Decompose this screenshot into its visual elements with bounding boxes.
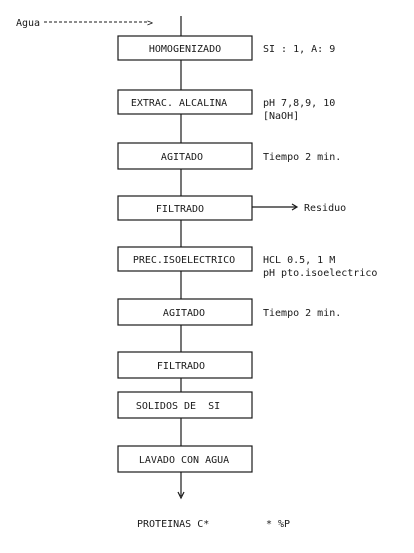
step-label-agitado-1: AGITADO: [161, 152, 203, 163]
step-box-filtrado-2: [117, 351, 253, 379]
step-note-homogenizado: SI : 1, A: 9: [263, 44, 335, 55]
residuo-arrow-head: [291, 203, 299, 211]
step-box-solidos-de-si: [117, 391, 253, 419]
step-box-prec-isoelectrico: [117, 246, 253, 272]
step-label-prec-isoelectrico: PREC.ISOELECTRICO: [133, 255, 235, 266]
step-note-naoh: [NaOH]: [263, 111, 299, 122]
output-footnote: * %P: [266, 519, 290, 530]
step-note-ph: pH 7,8,9, 10: [263, 98, 335, 109]
step-box-agitado-1: [117, 142, 253, 170]
input-arrow: >: [147, 18, 153, 29]
residuo-label: Residuo: [304, 203, 346, 214]
bottom-arrow-head: [177, 491, 185, 500]
output-product: PROTEINAS C*: [137, 519, 209, 530]
input-label: Agua: [16, 18, 40, 29]
step-label-extrac-alcalina: EXTRAC. ALCALINA: [131, 98, 227, 109]
step-box-extrac-alcalina: [117, 89, 253, 115]
step-label-homogenizado: HOMOGENIZADO: [149, 44, 221, 55]
step-label-agitado-2: AGITADO: [163, 308, 205, 319]
step-note-agitado-1: Tiempo 2 min.: [263, 152, 341, 163]
step-box-filtrado-1: [117, 195, 253, 221]
step-label-solidos-de-si: SOLIDOS DE SI: [136, 401, 220, 412]
step-box-lavado-con-agua: [117, 445, 253, 473]
step-box-agitado-2: [117, 298, 253, 326]
step-note-agitado-2: Tiempo 2 min.: [263, 308, 341, 319]
step-label-filtrado-1: FILTRADO: [156, 204, 204, 215]
step-note-ph-isoelectrico: pH pto.isoelectrico: [263, 268, 377, 279]
step-label-lavado-con-agua: LAVADO CON AGUA: [139, 455, 229, 466]
step-note-hcl: HCL 0.5, 1 M: [263, 255, 335, 266]
step-label-filtrado-2: FILTRADO: [157, 361, 205, 372]
step-box-homogenizado: [117, 35, 253, 61]
